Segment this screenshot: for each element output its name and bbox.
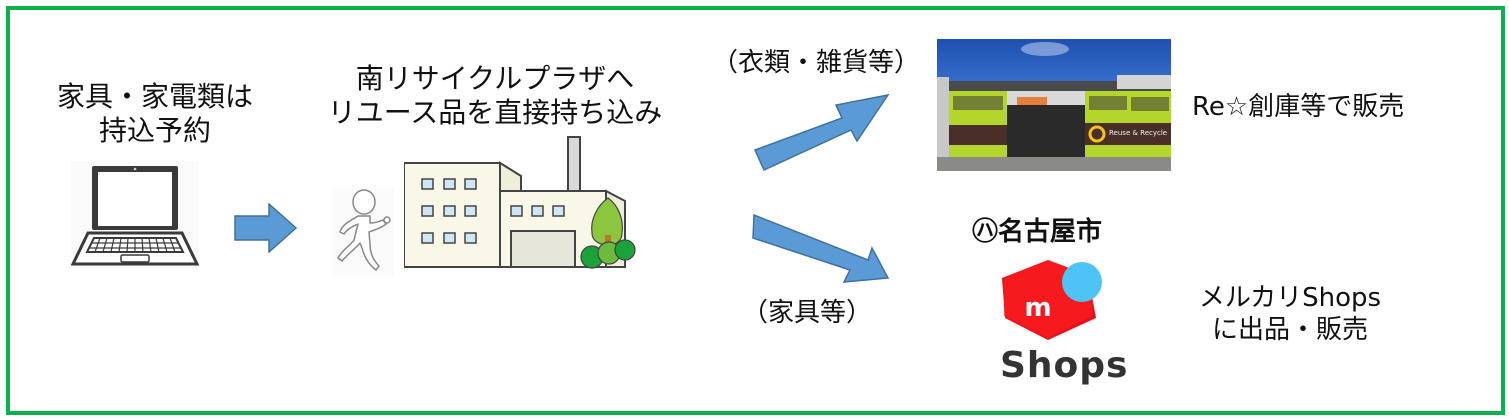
step2-title: 南リサイクルプラザへ リユース品を直接持ち込み xyxy=(320,62,670,130)
step2-title-line1: 南リサイクルプラザへ xyxy=(355,62,635,95)
step1-title-line1: 家具・家電類は xyxy=(56,80,253,113)
nagoya-city-logo: ㋩名古屋市 xyxy=(972,211,1102,248)
running-person-icon xyxy=(332,188,394,276)
step2-title-line2: リユース品を直接持ち込み xyxy=(327,96,663,129)
reuse-store-photo: Reuse & Recycle xyxy=(937,39,1171,171)
upper-branch-label: （衣類・雑貨等） xyxy=(712,48,921,78)
store-sign-text: Reuse & Recycle xyxy=(1109,129,1167,137)
lower-branch-label: （家具等） xyxy=(742,298,873,328)
shops-wordmark: Shops xyxy=(1000,345,1129,386)
upper-branch-result: Re☆創庫等で販売 xyxy=(1192,92,1405,122)
nagoya-city-mark-icon: ㋩ xyxy=(972,217,999,247)
nagoya-city-name: 名古屋市 xyxy=(998,217,1103,247)
mercari-logo-icon: m xyxy=(1002,260,1102,340)
lower-result-line2: に出品・販売 xyxy=(1211,315,1368,345)
arrow-down-right-icon xyxy=(752,213,890,283)
trees-icon xyxy=(580,197,636,269)
arrow-right-icon xyxy=(234,203,298,253)
mercari-m-letter: m xyxy=(1024,293,1051,323)
diagram-frame xyxy=(6,6,1505,415)
lower-result-line1: メルカリShops xyxy=(1198,283,1382,313)
arrow-up-right-icon xyxy=(753,93,890,171)
lower-branch-result: メルカリShops に出品・販売 xyxy=(1180,282,1400,346)
laptop-icon xyxy=(70,161,200,269)
step1-title-line2: 持込予約 xyxy=(98,114,211,147)
step1-title: 家具・家電類は 持込予約 xyxy=(40,80,270,148)
